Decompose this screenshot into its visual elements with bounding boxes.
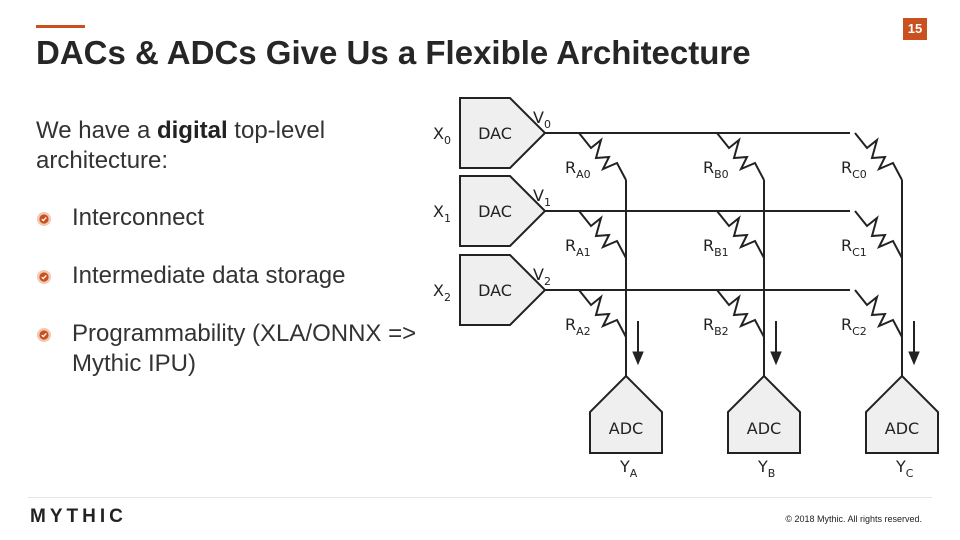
voltage-label-main: V [533, 265, 544, 284]
voltage-label: V1 [533, 186, 551, 209]
input-x-label-main: X [433, 124, 444, 143]
current-arrowhead [632, 351, 644, 366]
bullet-list: Interconnect Intermediate data storage P… [36, 203, 436, 407]
input-x-label: X1 [433, 202, 451, 225]
bullet-item: Intermediate data storage [36, 261, 436, 291]
check-bullet-icon [37, 212, 51, 226]
slide-title: DACs & ADCs Give Us a Flexible Architect… [36, 34, 751, 71]
resistor-label-subscript: C1 [852, 246, 867, 259]
resistor [716, 289, 765, 338]
bullet-text: Interconnect [72, 204, 205, 231]
resistor [716, 132, 765, 181]
dac-label: DAC [478, 202, 512, 221]
dac-block [459, 254, 547, 326]
resistor-label-subscript: A1 [576, 246, 591, 259]
dac-label: DAC [478, 281, 512, 300]
input-x-label-subscript: 2 [444, 291, 451, 304]
resistor-label: RA1 [565, 236, 591, 259]
resistor-label-main: R [565, 158, 576, 177]
resistor-label-main: R [565, 236, 576, 255]
bullet-item: Interconnect [36, 203, 436, 233]
intro-text: We have a digital top-level architecture… [36, 116, 416, 176]
voltage-label-subscript: 0 [544, 118, 551, 131]
resistor [578, 132, 627, 181]
resistor-label-main: R [841, 158, 852, 177]
resistor [854, 210, 903, 259]
input-x-label-subscript: 0 [444, 134, 451, 147]
resistor-label-main: R [565, 315, 576, 334]
output-y-label-main: Y [757, 457, 768, 476]
title-accent-bar [36, 25, 85, 28]
check-bullet-icon [37, 328, 51, 342]
mythic-logo: MYTHIC [30, 506, 127, 527]
resistor-label-main: R [703, 236, 714, 255]
resistor-label-subscript: C0 [852, 168, 867, 181]
output-y-label-subscript: A [630, 467, 638, 480]
voltage-label-main: V [533, 186, 544, 205]
resistor-label: RC2 [841, 315, 867, 338]
resistor-label: RC0 [841, 158, 867, 181]
input-x-label: X2 [433, 281, 451, 304]
output-y-label: YB [757, 457, 775, 480]
input-x-label: X0 [433, 124, 451, 147]
resistor-label-subscript: A2 [576, 325, 591, 338]
resistor-label-subscript: C2 [852, 325, 867, 338]
input-x-label-main: X [433, 202, 444, 221]
resistor [854, 132, 903, 181]
voltage-label-subscript: 2 [544, 275, 551, 288]
resistor-label-main: R [703, 158, 714, 177]
current-arrowhead [908, 351, 920, 366]
resistor-label-subscript: A0 [576, 168, 591, 181]
resistor-label: RC1 [841, 236, 867, 259]
voltage-label-main: V [533, 108, 544, 127]
resistor-label: RB1 [703, 236, 729, 259]
resistor-label-main: R [703, 315, 714, 334]
resistor [716, 210, 765, 259]
current-arrowhead [770, 351, 782, 366]
adc-block [727, 374, 801, 454]
input-x-label-subscript: 1 [444, 212, 451, 225]
dac-block [459, 175, 547, 247]
adc-block [589, 374, 663, 454]
resistor [854, 289, 903, 338]
adc-label: ADC [609, 419, 643, 438]
voltage-label: V2 [533, 265, 551, 288]
footer-divider [28, 497, 932, 498]
resistor-label: RB2 [703, 315, 729, 338]
input-x-label-main: X [433, 281, 444, 300]
resistor-label: RA0 [565, 158, 591, 181]
resistor-label-subscript: B2 [714, 325, 729, 338]
output-y-label-subscript: B [768, 467, 776, 480]
output-y-label-subscript: C [906, 467, 914, 480]
output-y-label: YC [895, 457, 914, 480]
output-y-label-main: Y [895, 457, 906, 476]
resistor-label: RA2 [565, 315, 591, 338]
resistor [578, 210, 627, 259]
resistor-label: RB0 [703, 158, 729, 181]
resistor-label-subscript: B0 [714, 168, 729, 181]
dac-label: DAC [478, 124, 512, 143]
copyright-text: © 2018 Mythic. All rights reserved. [785, 514, 922, 524]
check-bullet-icon [37, 270, 51, 284]
bullet-text: Programmability (XLA/ONNX => Mythic IPU) [72, 320, 417, 377]
resistor-label-main: R [841, 236, 852, 255]
dac-block [459, 97, 547, 169]
intro-pre: We have a [36, 117, 157, 144]
page-number-badge: 15 [903, 18, 927, 40]
bullet-item: Programmability (XLA/ONNX => Mythic IPU) [36, 319, 436, 379]
intro-post: top-level architecture: [36, 117, 326, 174]
voltage-label: V0 [533, 108, 551, 131]
adc-block [865, 374, 939, 454]
bullet-text: Intermediate data storage [72, 262, 346, 289]
output-y-label-main: Y [619, 457, 630, 476]
resistor-label-subscript: B1 [714, 246, 729, 259]
adc-label: ADC [747, 419, 781, 438]
adc-label: ADC [885, 419, 919, 438]
output-y-label: YA [619, 457, 638, 480]
intro-bold: digital [156, 117, 228, 144]
resistor-label-main: R [841, 315, 852, 334]
resistor [578, 289, 627, 338]
voltage-label-subscript: 1 [544, 196, 551, 209]
